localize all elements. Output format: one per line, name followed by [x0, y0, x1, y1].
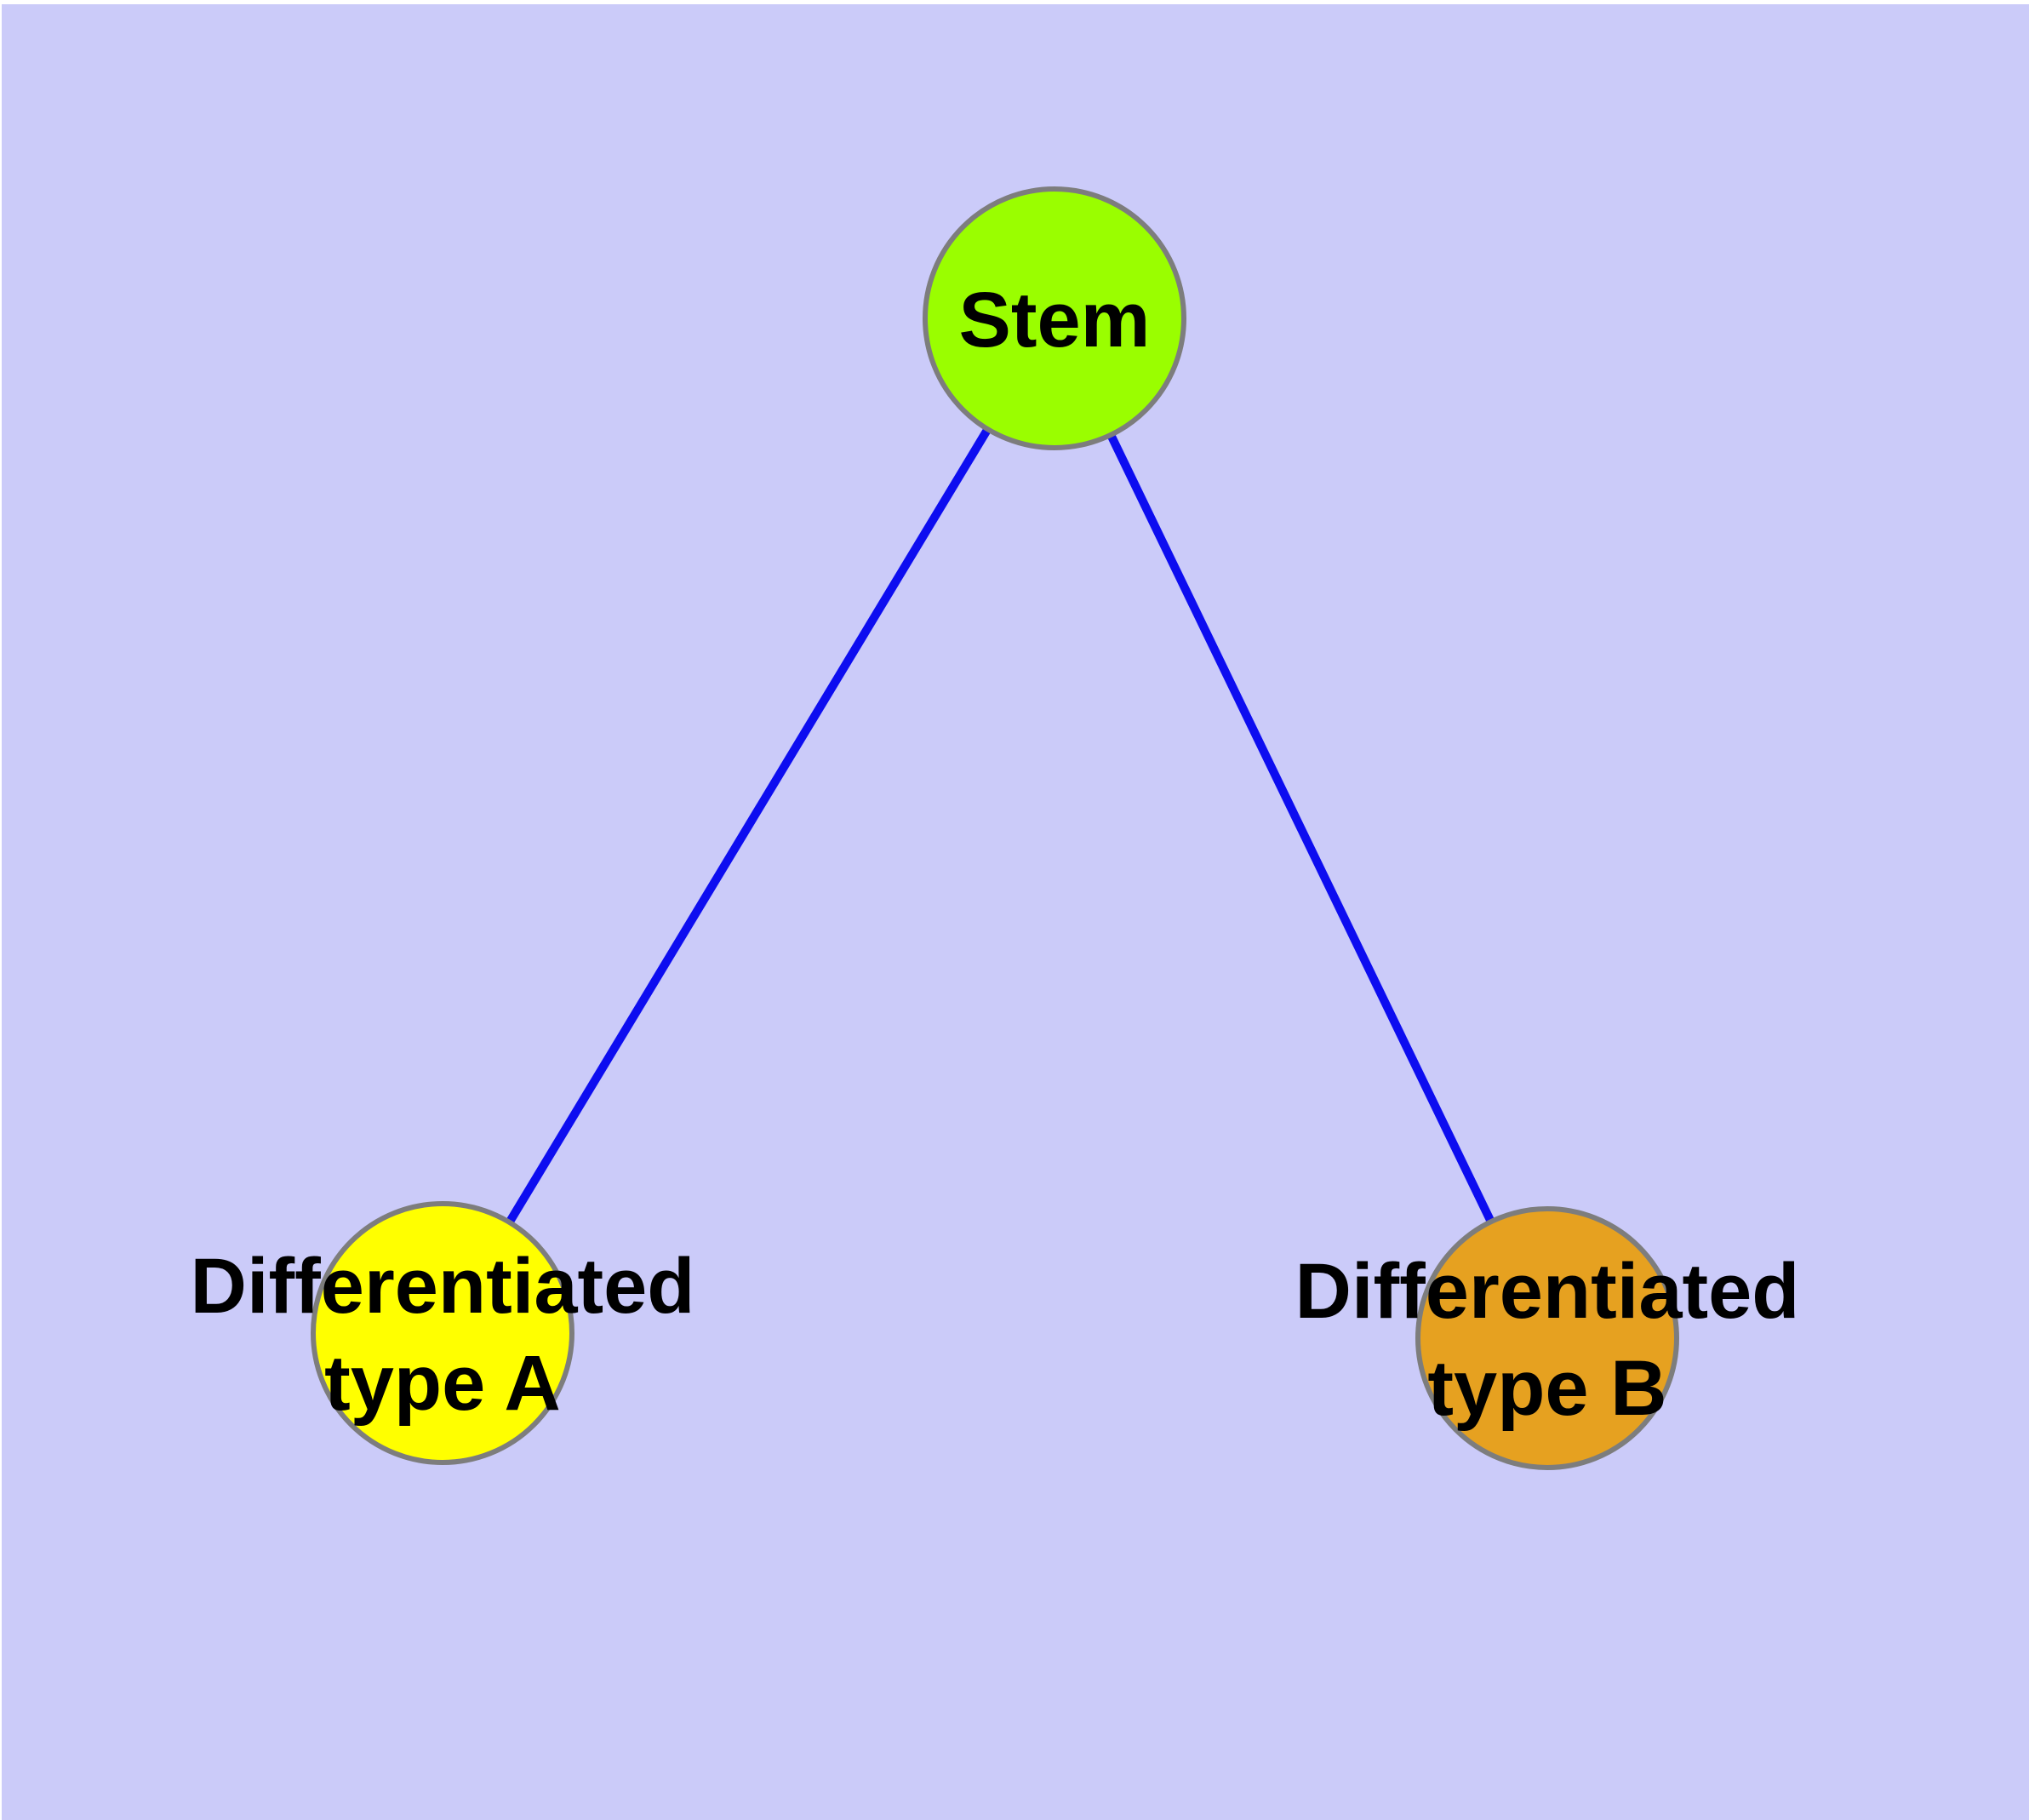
node-stem-circle: [923, 186, 1186, 450]
node-stem-label-line: Stem: [959, 277, 1151, 363]
edge-stem-to-type-a: [438, 316, 1059, 1336]
node-type-b-label: Differentiated type B: [1295, 1248, 1800, 1432]
node-type-a-circle: [311, 1201, 574, 1465]
nodes-layer: [311, 186, 1679, 1470]
node-type-a-label: Differentiated type A: [191, 1243, 695, 1427]
node-type-a-label-line: type A: [324, 1340, 561, 1427]
node-type-b-label-line: Differentiated: [1295, 1248, 1800, 1335]
top-border-strip: [0, 0, 2029, 4]
node-type-a-label-line: Differentiated: [191, 1243, 695, 1330]
left-border-strip: [0, 0, 2, 1820]
node-stem-label: Stem: [959, 277, 1151, 363]
node-type-b-circle: [1415, 1206, 1679, 1470]
node-type-b-label-line: type B: [1427, 1345, 1666, 1432]
edges-layer: [438, 316, 1552, 1341]
edge-stem-to-type-b: [1050, 316, 1552, 1341]
